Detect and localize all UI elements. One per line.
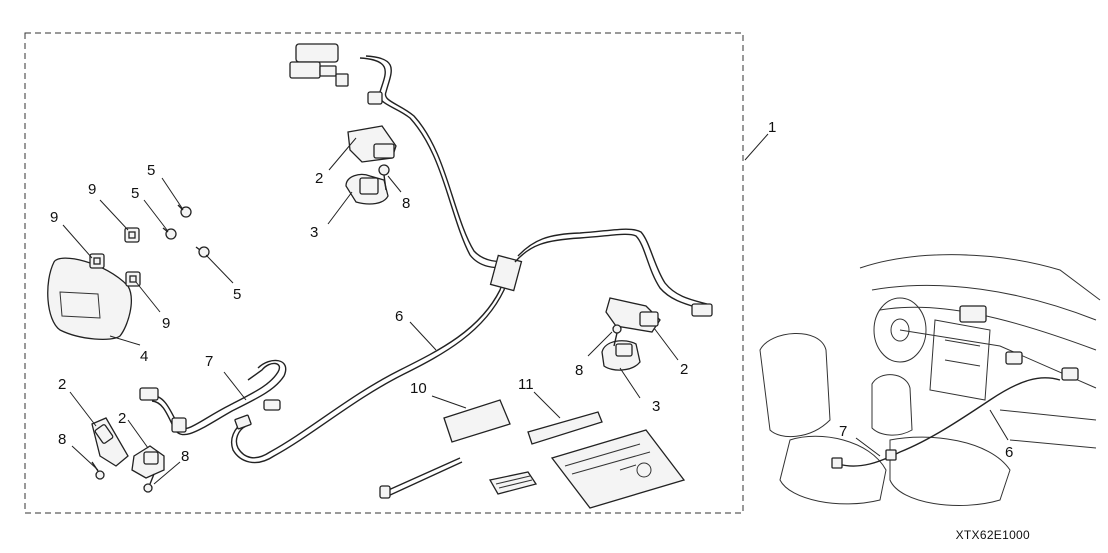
cover-panel	[47, 257, 132, 340]
callout-5: 5	[233, 286, 241, 303]
clip-9c	[125, 271, 141, 287]
foam-pad	[443, 399, 511, 443]
sensor-right	[605, 297, 661, 333]
kit-boundary	[24, 32, 744, 514]
vehicle-interior-inset	[759, 254, 1101, 506]
callout-4: 4	[140, 348, 148, 365]
screw-left-2	[143, 473, 155, 493]
callout-5: 5	[147, 162, 155, 179]
callout-9: 9	[88, 181, 96, 198]
callout-2: 2	[118, 410, 126, 427]
clip-5c	[195, 246, 210, 258]
sensor-top	[347, 125, 397, 163]
callout-8: 8	[402, 195, 410, 212]
callout-2: 2	[315, 170, 323, 187]
callout-8: 8	[181, 448, 189, 465]
clip-9b	[124, 227, 140, 243]
callout-6: 6	[395, 308, 403, 325]
callout-9: 9	[162, 315, 170, 332]
callout-8: 8	[58, 431, 66, 448]
callout-9: 9	[50, 209, 58, 226]
callout-7: 7	[205, 353, 213, 370]
callout-5: 5	[131, 185, 139, 202]
callout-2: 2	[680, 361, 688, 378]
bracket-top	[345, 173, 389, 205]
sensor-left-1	[91, 417, 129, 467]
callout-11: 11	[518, 376, 534, 393]
callout-labels: 1 2 2 2 2 3 3 4 5 5 5 6 6 7 7 8 8 8 8 9 …	[50, 119, 1013, 465]
sub-wire-harness	[139, 359, 287, 436]
instruction-sheet	[550, 429, 686, 509]
screw-right	[612, 324, 622, 347]
tape-strip	[527, 411, 603, 445]
clip-5a	[177, 204, 192, 218]
harness-top-connector	[295, 43, 339, 63]
callout-8: 8	[575, 362, 583, 379]
image-code: XTX62E1000	[956, 528, 1030, 542]
main-wire-harness	[230, 43, 713, 464]
callout-3: 3	[310, 224, 318, 241]
clip-9a	[89, 253, 105, 269]
label-sheet	[488, 471, 538, 495]
screw-left-1	[91, 461, 105, 480]
callout-2: 2	[58, 376, 66, 393]
screw-top	[378, 164, 390, 191]
cable-tie	[379, 457, 463, 499]
sensor-left-2	[131, 445, 165, 479]
leader-lines	[62, 133, 1009, 485]
clip-5b	[162, 227, 177, 240]
harness-junction	[489, 254, 523, 292]
callout-10: 10	[410, 380, 427, 397]
callout-6: 6	[1005, 444, 1013, 461]
callout-1: 1	[768, 119, 776, 136]
bracket-right	[601, 340, 641, 371]
callout-3: 3	[652, 398, 660, 415]
callout-7: 7	[839, 423, 847, 440]
